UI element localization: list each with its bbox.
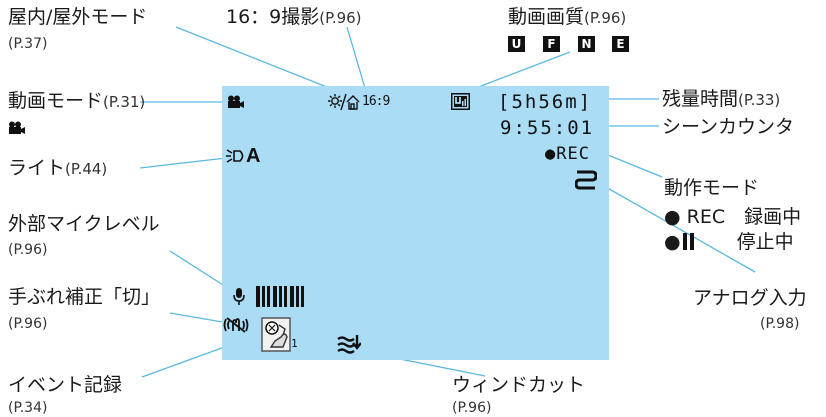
event-record-icon <box>261 317 291 352</box>
indoor-outdoor-label: 屋内/屋外モード <box>8 6 148 28</box>
video-quality-label: 動画画質(P.96) <box>508 8 626 27</box>
aspect-label-text: 16：9撮影 <box>226 6 320 28</box>
video-quality-text: 動画画質 <box>508 6 585 28</box>
analog-input-ref: (P.98) <box>760 316 800 332</box>
wind-cut-ref: (P.96) <box>452 400 492 416</box>
leader-indoor-outdoor <box>175 26 348 96</box>
light-label: ライト(P.44) <box>8 159 107 178</box>
quality-e-icon: E <box>612 36 629 52</box>
quality-u-icon: U <box>508 36 525 52</box>
quality-n-icon: N <box>578 36 595 52</box>
operation-pause-text: 停止中 <box>736 231 794 253</box>
leader-light <box>139 157 227 169</box>
event-record-ref: (P.34) <box>8 400 48 416</box>
leader-analog <box>596 181 756 273</box>
indoor-outdoor-ref: (P.37) <box>8 36 48 52</box>
wind-cut-icon <box>337 335 361 354</box>
scene-counter-readout: 9:55:01 <box>500 117 595 139</box>
leader-stabilizer <box>169 312 229 324</box>
indoor-outdoor-icon <box>328 93 360 111</box>
record-dot-icon: ● <box>664 231 681 253</box>
mic-level-ref: (P.96) <box>8 242 48 258</box>
analog-input-icon <box>575 170 597 190</box>
remaining-time-readout: [5h56m] <box>498 91 593 113</box>
video-mode-label: 動画モード(P.31) <box>8 92 145 111</box>
aspect-readout: 16:9 <box>362 94 390 109</box>
record-dot-icon: ● <box>664 206 681 228</box>
quality-f-icon: F <box>543 36 560 52</box>
event-record-label: イベント記録 <box>8 374 123 396</box>
scene-counter-label: シーンカウンタ <box>662 116 795 138</box>
operation-rec-text: REC 録画中 <box>686 206 802 228</box>
analog-input-label: アナログ入力 <box>693 287 807 309</box>
aspect-label: 16：9撮影(P.96) <box>226 8 362 27</box>
operation-pause-row: ● 停止中 <box>664 233 794 252</box>
light-ref: (P.44) <box>65 160 108 178</box>
video-quality-ref: (P.96) <box>584 9 627 27</box>
video-mode-text: 動画モード <box>8 90 104 112</box>
remaining-time-label: 残量時間(P.33) <box>662 90 780 109</box>
microphone-icon <box>233 288 245 305</box>
aspect-ref: (P.96) <box>319 9 362 27</box>
video-camera-icon <box>9 121 25 134</box>
light-icon <box>226 149 244 163</box>
wind-cut-label: ウィンドカット <box>452 374 586 396</box>
light-text: ライト <box>8 157 66 179</box>
pause-icon <box>681 233 697 250</box>
leader-aspect <box>346 26 368 96</box>
remaining-time-ref: (P.33) <box>738 91 781 109</box>
rec-readout: ●REC <box>545 144 590 164</box>
operation-rec-row: ● REC 録画中 <box>664 208 801 227</box>
stabilizer-off-icon <box>223 317 249 333</box>
mic-level-label: 外部マイクレベル <box>8 213 160 235</box>
video-mode-ref: (P.31) <box>103 93 146 111</box>
stabilizer-label: 手ぶれ補正「切」 <box>8 286 161 308</box>
event-number: 1 <box>291 337 298 350</box>
mic-level-bars-icon <box>256 286 304 307</box>
quality-ultra-icon <box>451 93 470 110</box>
operation-mode-label: 動作モード <box>664 177 760 199</box>
lcd-screen <box>222 86 609 360</box>
video-camera-icon <box>228 95 244 108</box>
light-mode-readout: A <box>246 145 261 167</box>
stabilizer-ref: (P.96) <box>8 316 48 332</box>
leader-rec <box>607 154 663 178</box>
remaining-time-text: 残量時間 <box>662 88 739 110</box>
